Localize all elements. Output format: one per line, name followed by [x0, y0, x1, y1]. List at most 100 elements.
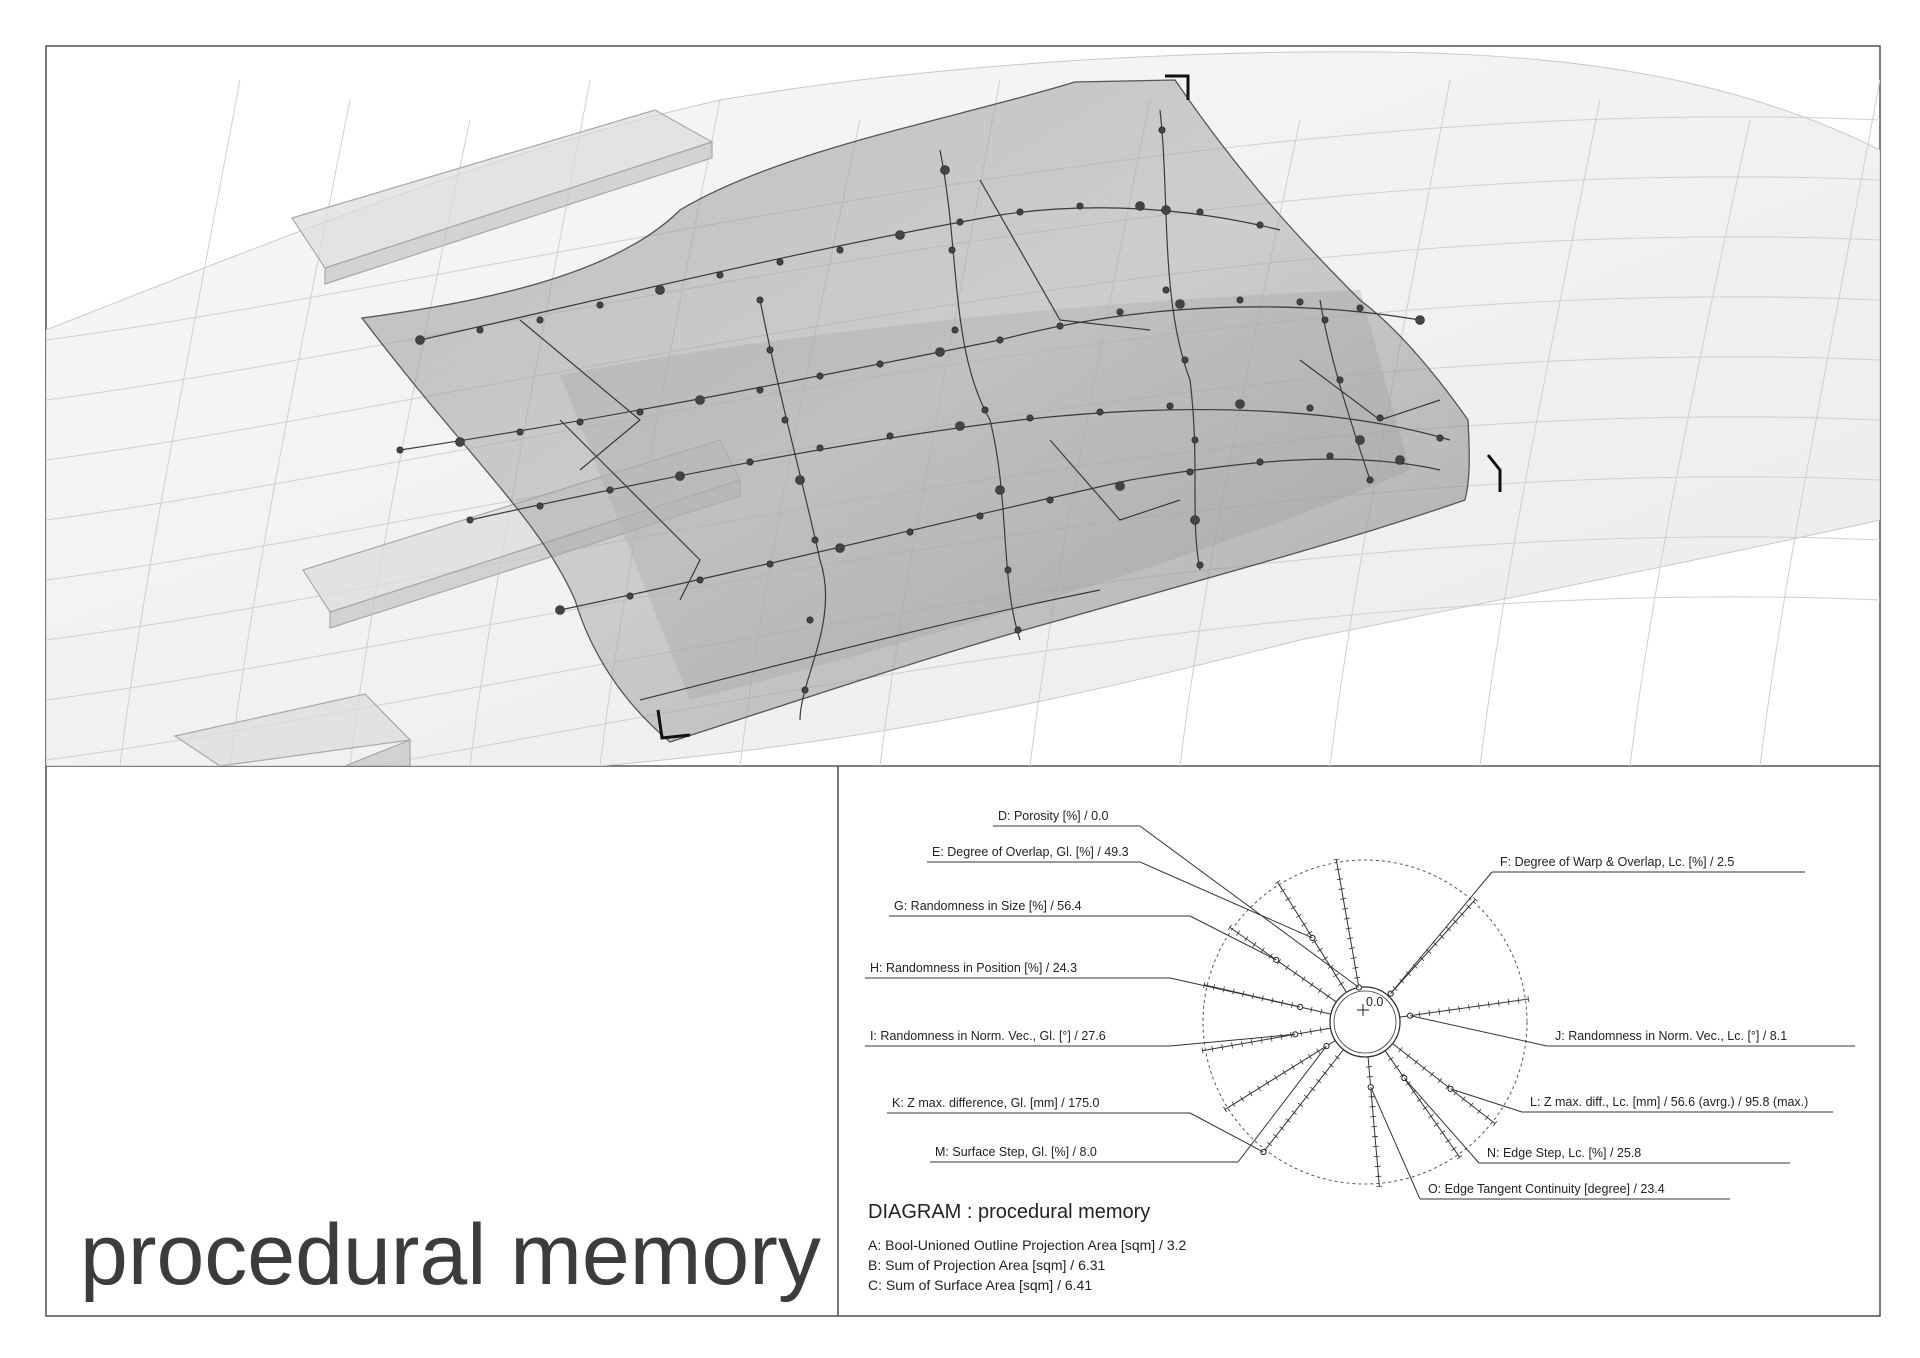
panel-node [1296, 298, 1304, 306]
spoke-tick [1370, 1115, 1377, 1118]
panel-node [806, 616, 814, 624]
spoke-tick [1212, 984, 1216, 991]
parameter-label-n: N: Edge Step, Lc. [%] / 25.8 [1487, 1146, 1641, 1160]
parameter-spoke-d [1335, 859, 1360, 988]
spoke-tick [1432, 941, 1438, 947]
spoke-tick [1422, 1105, 1428, 1111]
spoke-tick [1368, 1096, 1375, 1098]
leader-line-o [1370, 1086, 1421, 1200]
corner-mark [1486, 454, 1502, 492]
spoke-tick [1290, 905, 1297, 910]
spoke-tick [1350, 957, 1357, 959]
spoke-tick [1223, 1106, 1228, 1113]
leader-line-k [1189, 1112, 1264, 1153]
leader-line-e [1139, 861, 1313, 939]
spoke-tick [1334, 1055, 1340, 1060]
panel-node [695, 395, 705, 405]
panel-node [951, 326, 959, 334]
panel-node [555, 605, 565, 615]
spoke-tick [1428, 1114, 1434, 1119]
spoke-tick [1399, 1073, 1405, 1078]
panel-node [1355, 435, 1365, 445]
parameter-leaders: D: Porosity [%] / 0.0E: Degree of Overla… [865, 809, 1855, 1200]
spoke-tick [1438, 1008, 1441, 1015]
spoke-tick [1307, 1053, 1312, 1060]
spoke-tick [1437, 1077, 1443, 1084]
panel-assembly [360, 74, 1502, 743]
spoke-tick [1280, 1033, 1283, 1040]
parameter-spoke-k [1263, 1049, 1344, 1153]
spoke-tick [1345, 927, 1352, 930]
spoke-tick [1365, 1066, 1372, 1068]
center-cross [1357, 1004, 1369, 1016]
spoke-tick [1276, 959, 1282, 965]
panel-node [996, 336, 1004, 344]
spoke-tick [1280, 888, 1286, 893]
site-block [344, 739, 411, 766]
spoke-tick [1303, 1094, 1310, 1100]
spoke-tick [1232, 988, 1235, 995]
spoke-tick [1527, 996, 1530, 1003]
spoke-tick [1301, 976, 1306, 982]
parameter-label-d: D: Porosity [%] / 0.0 [998, 809, 1109, 823]
panel-node [1181, 356, 1189, 364]
panel-node [1356, 304, 1364, 312]
panel-node [455, 437, 465, 447]
spoke-tick [1274, 880, 1281, 885]
panel-node [576, 418, 584, 426]
panel-node [781, 416, 789, 424]
panel-node [1158, 126, 1166, 134]
spoke-tick [1369, 1106, 1376, 1108]
panel-node [935, 347, 945, 357]
spoke-tick [1472, 897, 1478, 902]
parameter-spoke-g [1229, 926, 1337, 1003]
spoke-tick [1227, 924, 1232, 931]
panel-seam-line [1159, 109, 1201, 571]
spoke-tick [1257, 1085, 1261, 1091]
spoke-tick [1211, 1045, 1214, 1052]
spoke-tick [1405, 1081, 1411, 1086]
spoke-tick [1445, 1084, 1450, 1090]
spoke-tick [1266, 1141, 1273, 1147]
panel-node [1326, 452, 1334, 460]
panel-seam-lines [399, 109, 1451, 721]
panel-seam-line [979, 179, 1151, 331]
panel-node [415, 335, 425, 345]
spoke-tick [1235, 930, 1241, 936]
spoke-tick [1333, 973, 1339, 978]
panel-node [756, 296, 764, 304]
spoke-tick [1343, 917, 1350, 920]
summary-line-b: B: Sum of Projection Area [sqm] / 6.31 [868, 1257, 1106, 1273]
spoke-tick [1373, 1155, 1380, 1158]
spoke-tick [1265, 1080, 1270, 1086]
parameter-spoke-m [1224, 1040, 1336, 1110]
spoke-tick [1285, 897, 1291, 901]
spoke-tick [1451, 1146, 1457, 1152]
leader-line-f [1390, 871, 1493, 994]
spoke-tick [1399, 978, 1405, 984]
panel-node [876, 360, 884, 368]
panel-node [995, 485, 1005, 495]
panel-node [940, 165, 950, 175]
spoke-tick [1347, 937, 1354, 940]
spoke-tick [1300, 1030, 1302, 1037]
panel-node [956, 218, 964, 226]
panel-node [516, 428, 524, 436]
spoke-tick [1299, 1058, 1304, 1065]
project-title: procedural memory [80, 1207, 821, 1303]
panel-node [1190, 515, 1200, 525]
spoke-tick [1439, 1130, 1446, 1135]
panel-node [1014, 626, 1022, 634]
outer-dashed-circle [1202, 859, 1528, 1185]
leader-line-d [1139, 825, 1360, 988]
leader-line-h [1169, 977, 1301, 1008]
spoke-tick [1354, 976, 1361, 979]
panel-node [696, 576, 704, 584]
leader-line-l [1450, 1088, 1523, 1113]
panel-node [895, 230, 905, 240]
spoke-tick [1375, 1175, 1382, 1178]
spoke-tick [1452, 919, 1458, 924]
spoke-tick [1279, 1126, 1285, 1131]
spoke-tick [1466, 904, 1472, 910]
spoke-tick [1273, 1134, 1279, 1139]
